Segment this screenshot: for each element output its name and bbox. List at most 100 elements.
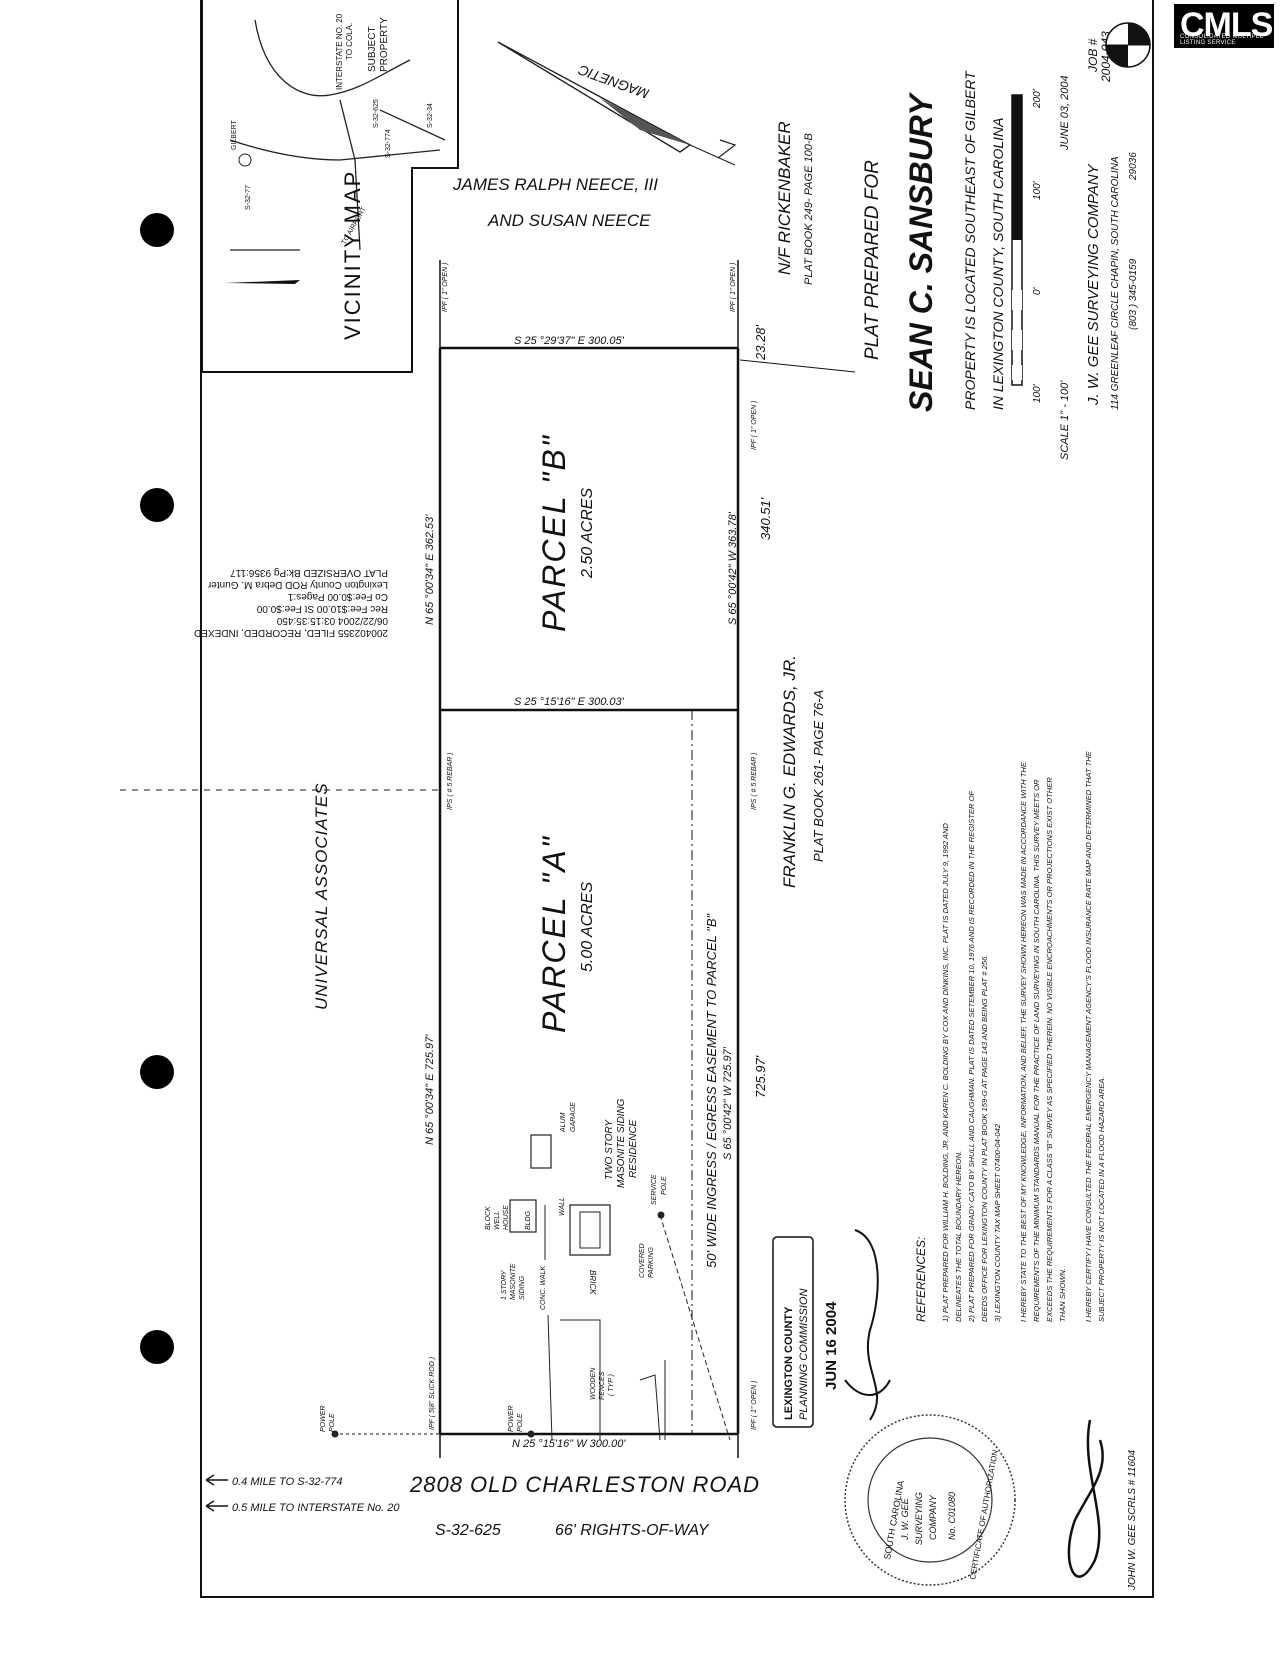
svg-text:06/22/2004 03:15:35:450: 06/22/2004 03:15:35:450 (276, 615, 388, 626)
owner-rickenbaker: N/F RICKENBAKER (775, 121, 794, 275)
bearing-left-a: N 65 °00'34" E 725.97' (424, 1034, 436, 1145)
svg-text:FENCES: FENCES (599, 1371, 606, 1400)
svg-text:WOODEN: WOODEN (590, 1367, 597, 1400)
svg-text:MASONITE: MASONITE (510, 1263, 517, 1300)
distance-725-97: 725.97' (753, 1055, 768, 1098)
svg-text:No. C01080: No. C01080 (947, 1492, 957, 1540)
svg-text:POLE: POLE (661, 1176, 668, 1195)
wall-label: WALL (559, 1197, 566, 1216)
owner-rickenbaker-book: PLAT BOOK 249- PAGE 100-B (803, 133, 815, 285)
svg-text:100': 100' (1032, 383, 1043, 403)
service-pole-label: SERVICE POLE (651, 1174, 668, 1205)
vicinity-label: S-32-625 (373, 99, 380, 128)
wooden-fences-label: WOODEN FENCES ( TYP ) (590, 1367, 615, 1400)
plat-frame (200, 0, 1154, 1598)
svg-text:RESIDENCE: RESIDENCE (628, 1119, 639, 1178)
svg-text:2) PLAT PREPARED FOR GRADY CA: 2) PLAT PREPARED FOR GRADY CATO BY SHULL… (967, 791, 976, 1323)
power-pole-label: POWER POLE (508, 1406, 524, 1432)
improvements (331, 1134, 731, 1441)
bearing-right-a: S 65 °00'42" W 725.97' (722, 1046, 734, 1160)
bldg-label: BLDG (525, 1210, 532, 1230)
svg-text:BLOCK: BLOCK (485, 1206, 492, 1230)
svg-text:I HEREBY CERTIFY I HAVE CONSUL: I HEREBY CERTIFY I HAVE CONSULTED THE FE… (1084, 750, 1093, 1322)
svg-text:EXCEEDS THE REQUIREMENTS FOR A: EXCEEDS THE REQUIREMENTS FOR A CLASS "B"… (1045, 777, 1054, 1322)
covered-parking-label: COVERED PARKING (639, 1243, 655, 1278)
company-name: J. W. GEE SURVEYING COMPANY (1085, 163, 1102, 406)
vicinity-label: TO COLA. (345, 23, 354, 60)
pin-label: IPF ( 1" OPEN ) (751, 1381, 758, 1430)
svg-text:POLE: POLE (517, 1413, 524, 1432)
location-line2: IN LEXINGTON COUNTY, SOUTH CAROLINA (990, 118, 1006, 411)
vicinity-title: VICINITY MAP (340, 170, 365, 340)
quartered-circle-icon (1105, 22, 1151, 68)
svg-text:Co Fee:$0.00 Pages:1: Co Fee:$0.00 Pages:1 (287, 591, 388, 602)
binder-hole (140, 488, 174, 522)
svg-text:1) PLAT PREPARED FOR WILLIAM: 1) PLAT PREPARED FOR WILLIAM H. BOLDING,… (941, 823, 950, 1322)
svg-text:COMPANY: COMPANY (928, 1494, 938, 1540)
svg-text:POLE: POLE (329, 1413, 336, 1432)
owner-neece-line2: AND SUSAN NEECE (487, 211, 651, 230)
scale-text: SCALE 1" - 100' (1059, 380, 1071, 460)
svg-text:PLAT OVERSIZED Bk:Pg 9356:117: PLAT OVERSIZED Bk:Pg 9356:117 (230, 567, 388, 578)
svg-text:SERVICE: SERVICE (651, 1174, 658, 1205)
svg-text:SURVEYING: SURVEYING (914, 1492, 924, 1545)
svg-text:POWER: POWER (320, 1406, 327, 1432)
svg-text:0': 0' (1032, 286, 1043, 295)
cmls-logo: CMLS CONSOLIDATED MULTIPLE LISTING SERVI… (1174, 4, 1274, 48)
svg-text:WELL: WELL (494, 1211, 501, 1230)
svg-text:Rec Fee:$10.00 St Fee:$0.00: Rec Fee:$10.00 St Fee:$0.00 (256, 603, 388, 614)
svg-text:100': 100' (1032, 180, 1043, 200)
road-route: S-32-625 (435, 1522, 501, 1539)
pin-label: IPF ( 1" OPEN ) (730, 263, 737, 312)
plat-date: JUNE 03, 2004 (1059, 75, 1071, 151)
planning-commission-stamp: LEXINGTON COUNTY PLANNING COMMISSION JUN… (772, 1229, 891, 1428)
pin-label: IPF ( 1" OPEN ) (442, 263, 449, 312)
road-name: 2808 OLD CHARLESTON ROAD (409, 1472, 760, 1497)
vicinity-label: SUBJECT (367, 26, 378, 72)
scale-bar: 100' 0' 100' 200' (1011, 88, 1043, 403)
parcel-b-acres: 2.50 ACRES (579, 488, 596, 579)
company-phone: (803 ) 345-0159 (1128, 258, 1139, 330)
svg-text:COVERED: COVERED (639, 1243, 646, 1278)
pin-label: IPS ( # 5 REBAR ) (447, 752, 454, 810)
easement-label: 50' WIDE INGRESS / EGRESS EASEMENT TO PA… (704, 912, 719, 1268)
binder-hole (140, 213, 174, 247)
distance-to-774: 0.4 MILE TO S-32-774 (232, 1476, 342, 1488)
svg-text:J. W. GEE: J. W. GEE (900, 1497, 910, 1541)
svg-text:REQUIREMENTS OF THE MINIMUM ST: REQUIREMENTS OF THE MINIMUM STANDARDS MA… (1032, 779, 1041, 1322)
residence-label: TWO STORY MASONITE SIDING RESIDENCE (604, 1098, 639, 1188)
bearing-mid: S 25 °15'16" E 300.03' (514, 696, 625, 708)
distance-23-28: 23.28' (753, 324, 768, 361)
pin-label: IPF ( 5|8" SLICK ROD ) (429, 1357, 436, 1430)
pin-label: IPS ( # 5 REBAR ) (751, 752, 758, 810)
vicinity-label: PROPERTY (379, 17, 390, 72)
bearing-right-b: S 65 °00'42" W 363.78' (727, 511, 739, 625)
vicinity-label: S-32-34 (427, 103, 434, 128)
vicinity-label: GILBERT (231, 119, 238, 150)
svg-text:ALUM: ALUM (560, 1112, 567, 1133)
binder-hole (140, 1330, 174, 1364)
power-pole-label: POWER POLE (320, 1406, 336, 1432)
owner-universal: UNIVERSAL ASSOCIATES (312, 782, 331, 1010)
parcel-a-name: PARCEL "A" (536, 835, 572, 1033)
svg-text:MASONITE SIDING: MASONITE SIDING (616, 1098, 627, 1188)
svg-text:DELINEATES THE TOTAL BOUNDARY: DELINEATES THE TOTAL BOUNDARY HEREON. (954, 1151, 963, 1322)
road-info: 0.4 MILE TO S-32-774 0.5 MILE TO INTERST… (205, 1472, 760, 1539)
svg-text:HOUSE: HOUSE (503, 1205, 510, 1230)
parcel-b-name: PARCEL "B" (536, 434, 572, 632)
vicinity-label: S-32-774 (385, 129, 392, 158)
prepared-for: PLAT PREPARED FOR (862, 160, 883, 360)
svg-text:1 STORY: 1 STORY (501, 1269, 508, 1300)
pin-label: IPF ( 1" OPEN ) (751, 401, 758, 450)
references-block: REFERENCES: 1) PLAT PREPARED FOR WILLIAM… (914, 750, 1106, 1323)
svg-text:DEEDS OFFICE FOR LEXINGTON COU: DEEDS OFFICE FOR LEXINGTON COUNTY IN PLA… (980, 955, 989, 1322)
client-name: SEAN C. SANSBURY (903, 92, 939, 412)
conc-walk-label: CONC. WALK (540, 1265, 547, 1310)
svg-text:SUBJECT PROPERTY IS NOT LOCATE: SUBJECT PROPERTY IS NOT LOCATED IN A FLO… (1097, 1076, 1106, 1322)
vicinity-map: VICINITY MAP INTERSTATE NO. 20 TO COLA. … (201, 0, 459, 373)
surveyor-seal: SOUTH CAROLINA J. W. GEE SURVEYING COMPA… (844, 1414, 1016, 1586)
references-heading: REFERENCES: (914, 1237, 928, 1322)
svg-text:3) LEXINGTON COUNTY TAX MAP S: 3) LEXINGTON COUNTY TAX MAP SHEET 07400-… (993, 1123, 1002, 1322)
